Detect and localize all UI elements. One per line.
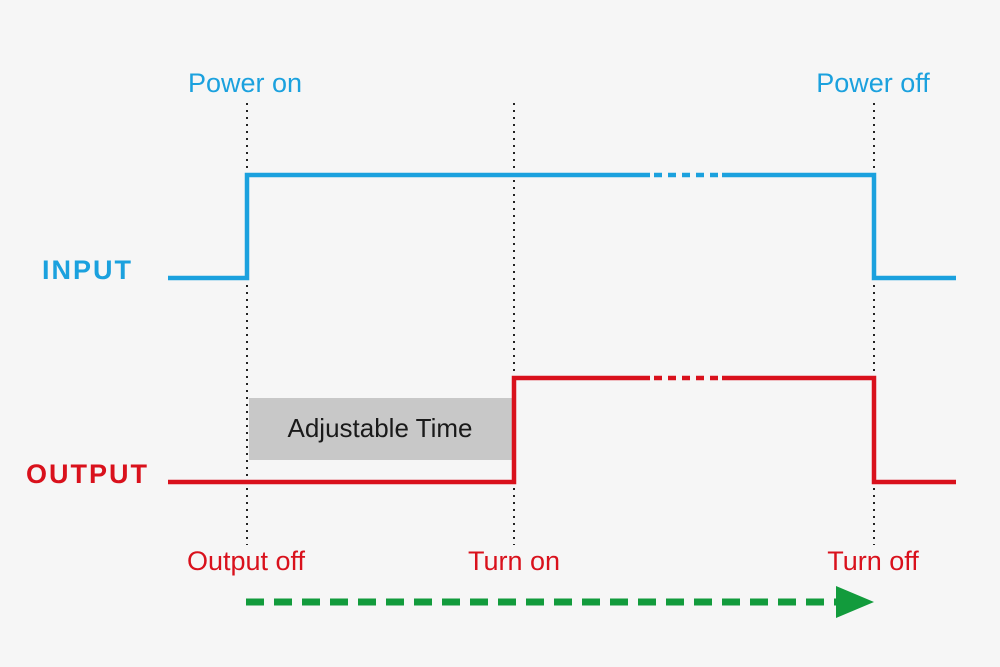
output-waveform-left	[168, 375, 650, 485]
input-waveform-right	[722, 172, 956, 281]
output-label: OUTPUT	[26, 459, 149, 489]
turn-on-label: Turn on	[468, 546, 560, 576]
input-label: INPUT	[42, 255, 133, 285]
time-arrow-head	[836, 586, 874, 618]
input-waveform-left	[168, 172, 650, 281]
output-waveform-right	[722, 375, 956, 485]
output-off-label: Output off	[187, 546, 306, 576]
turn-off-label: Turn off	[827, 546, 919, 576]
power-off-label: Power off	[816, 68, 930, 98]
power-on-label: Power on	[188, 68, 302, 98]
adjustable-time-box	[249, 398, 512, 460]
adjustable-time-label: Adjustable Time	[288, 413, 473, 443]
